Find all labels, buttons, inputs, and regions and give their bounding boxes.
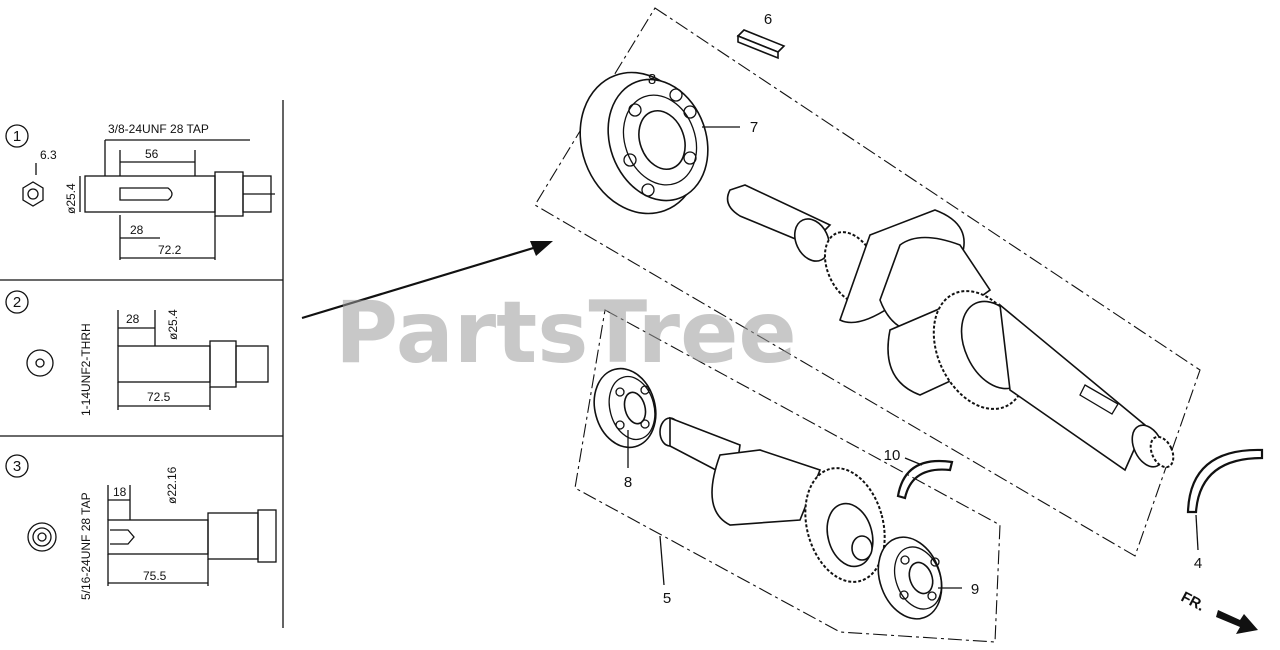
callout-6: 6 [764, 11, 772, 28]
variant-2-end-view [26, 349, 54, 377]
variant-2-thread-note: 1-14UNF2-THRH [79, 323, 93, 416]
variant-1-thread-note: 3/8-24UNF 28 TAP [108, 122, 209, 136]
variant-1-shaft [84, 175, 216, 213]
variant-3-end-view [27, 522, 57, 552]
variant-3-thread-note: 5/16-24UNF 28 TAP [79, 492, 93, 600]
front-label: FR. [1178, 589, 1207, 615]
callout-4: 4 [1194, 555, 1202, 572]
bearing-9 [877, 536, 943, 620]
variant-3-number: 3 [13, 458, 21, 475]
variant-2-shaft [117, 345, 211, 383]
variant-2-badge [5, 290, 29, 314]
variant-1-dim-b: 56 [145, 147, 159, 161]
variant-3-dim-a: 18 [113, 485, 127, 499]
variant-3-badge [5, 454, 29, 478]
callout-7: 7 [750, 119, 758, 136]
variant-2-dim-a: 28 [126, 312, 140, 326]
pointer-arrow [301, 241, 553, 320]
variant-1-number: 1 [13, 128, 21, 145]
watermark: PartsTree [335, 283, 797, 383]
callout-10: 10 [884, 447, 901, 464]
crankshaft-main [726, 184, 1175, 472]
variant-panel [0, 100, 284, 628]
variant-2-dim-d: 72.5 [147, 390, 171, 404]
upper-kit-outline [534, 7, 1201, 557]
lower-kit-outline [574, 309, 1001, 643]
variant-1-end-view [22, 181, 44, 207]
variant-1-dim-d: 72.2 [158, 243, 182, 257]
variant-3-dim-d: 75.5 [143, 569, 167, 583]
callout-8-lower: 8 [624, 474, 632, 491]
leader-lines [627, 126, 1199, 589]
front-direction-indicator: FR. [1178, 589, 1258, 634]
variant-3-shaft [107, 519, 209, 555]
bearing-8-lower [593, 367, 657, 449]
variant-2: 2 1-14UNF2-THRH 28 ø25.4 72.5 [5, 290, 269, 416]
variant-1: 1 3/8-24UNF 28 TAP 6.3 56 ø25.4 28 72.2 [5, 122, 275, 260]
front-arrow-icon [1216, 610, 1258, 634]
variant-1-dim-diameter: ø25.4 [64, 183, 78, 214]
variant-2-number: 2 [13, 294, 21, 311]
key-part [736, 29, 786, 60]
variant-3: 3 5/16-24UNF 28 TAP 18 ø22.16 75.5 [5, 454, 277, 600]
callout-9: 9 [971, 581, 979, 598]
thrust-washer-4 [1186, 448, 1264, 514]
thrust-washer-10 [896, 459, 954, 500]
callout-8-upper: 8 [648, 71, 656, 88]
variant-1-dim-c: 28 [130, 223, 144, 237]
balancer-shaft-5 [659, 416, 886, 583]
variant-1-dim-a: 6.3 [40, 148, 57, 162]
variant-2-dim-diameter: ø25.4 [166, 309, 180, 340]
callout-5: 5 [663, 590, 671, 607]
variant-1-badge [5, 124, 29, 148]
main-bearing-7 [579, 71, 709, 215]
variant-3-dim-diameter: ø22.16 [165, 466, 179, 504]
